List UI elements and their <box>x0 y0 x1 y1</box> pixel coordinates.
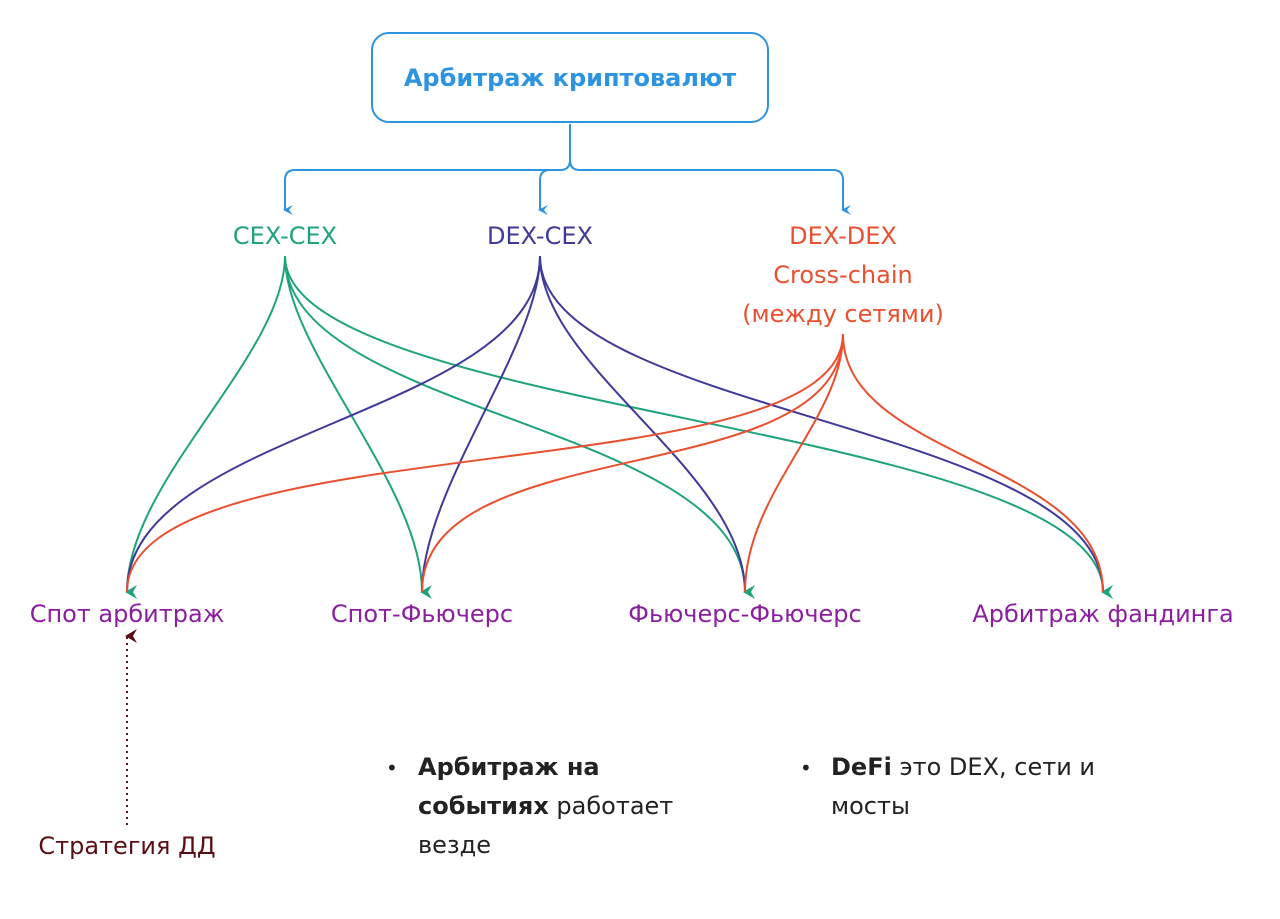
edge-dexdex-to-funding <box>842 333 1104 593</box>
edge-dexcex-to-spotfut <box>421 255 541 593</box>
edge-cex-to-spotfut <box>284 255 433 599</box>
branch-dex-cex <box>538 169 560 215</box>
source-label: DEX-DEX <box>789 222 897 250</box>
root-branches <box>283 124 851 215</box>
target-label: Спот-Фьючерс <box>330 600 514 628</box>
root-node: Арбитраж криптовалют <box>371 32 769 123</box>
source-label-line3: (между сетями) <box>742 300 944 328</box>
target-label: Фьючерс-Фьючерс <box>628 600 862 628</box>
source-dex-cex: DEX-CEX <box>487 217 593 256</box>
target-funding: Арбитраж фандинга <box>972 595 1233 634</box>
strategy-label: Стратегия ДД <box>38 832 216 860</box>
edge-cex-to-spot <box>125 255 286 600</box>
target-spot: Спот арбитраж <box>30 595 225 634</box>
note-defi: DeFi это DEX, сети и мосты <box>831 748 1121 826</box>
source-label: DEX-CEX <box>487 222 593 250</box>
note-bold: DeFi <box>831 753 892 781</box>
source-label: CEX-CEX <box>232 222 338 250</box>
note-events: Арбитраж на событиях работает везде <box>418 748 718 865</box>
edge-dexdex-to-spotfut <box>421 333 844 593</box>
source-cex-cex: CEX-CEX <box>233 217 337 256</box>
source-label-line2: Cross-chain <box>773 261 913 289</box>
target-futures-futures: Фьючерс-Фьючерс <box>628 595 861 634</box>
edge-dexdex-to-futfut <box>744 333 844 593</box>
edge-dexcex-to-spot <box>126 255 541 593</box>
target-label: Арбитраж фандинга <box>972 600 1234 628</box>
note-text: это DEX, сети и мосты <box>831 753 1096 820</box>
source-dex-dex: DEX-DEX Cross-chain (между сетями) <box>742 217 944 334</box>
target-spot-futures: Спот-Фьючерс <box>331 595 513 634</box>
strategy-dd: Стратегия ДД <box>38 827 215 866</box>
target-label: Спот арбитраж <box>29 600 225 628</box>
branch-dex-dex <box>569 159 851 215</box>
edge-dexdex-to-spot <box>126 333 844 593</box>
edges <box>125 255 1114 600</box>
root-trunk <box>283 124 571 215</box>
note-bold: Арбитраж на событиях <box>418 753 600 820</box>
root-label: Арбитраж криптовалют <box>403 63 737 92</box>
bullet-icon: • <box>800 756 812 780</box>
edge-dexcex-to-futfut <box>539 255 746 593</box>
edge-cex-to-futfut <box>284 255 756 599</box>
edge-dexcex-to-funding <box>539 255 1104 593</box>
note-text: работает везде <box>418 792 674 859</box>
edge-cex-to-funding <box>284 255 1114 599</box>
bullet-icon: • <box>386 756 398 780</box>
